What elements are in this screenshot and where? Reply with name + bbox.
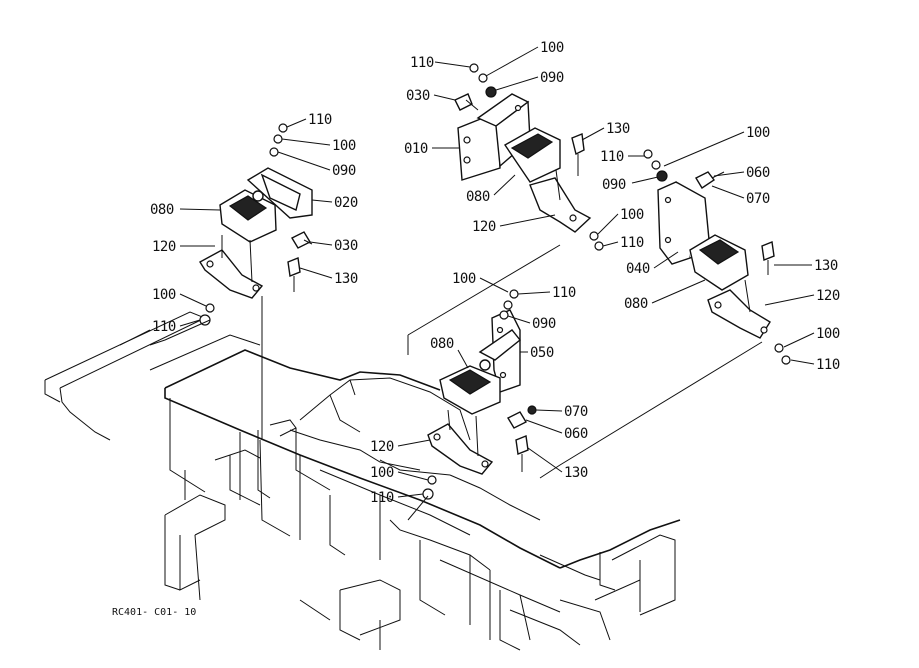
- label-110: 110: [410, 55, 434, 71]
- label-010: 010: [404, 141, 428, 157]
- label-110: 110: [620, 235, 644, 251]
- label-070: 070: [564, 404, 588, 420]
- label-050: 050: [530, 345, 554, 361]
- leader-lines: [179, 46, 815, 498]
- label-110: 110: [152, 319, 176, 335]
- label-080: 080: [150, 202, 174, 218]
- mount-assembly-040: [643, 149, 791, 365]
- label-080: 080: [624, 296, 648, 312]
- label-120: 120: [152, 239, 176, 255]
- label-090: 090: [602, 177, 626, 193]
- label-120: 120: [816, 288, 840, 304]
- label-090: 090: [532, 316, 556, 332]
- label-110: 110: [816, 357, 840, 373]
- label-130: 130: [814, 258, 838, 274]
- part-labels: 110 100 090 030 010 130 080 120 100 110 …: [150, 40, 840, 506]
- label-130: 130: [564, 465, 588, 481]
- label-100: 100: [746, 125, 770, 141]
- label-110: 110: [600, 149, 624, 165]
- label-100: 100: [620, 207, 644, 223]
- label-090: 090: [540, 70, 564, 86]
- label-100: 100: [452, 271, 476, 287]
- label-040: 040: [626, 261, 650, 277]
- mount-assembly-050: [422, 289, 537, 500]
- mount-assembly-020: [199, 123, 313, 326]
- label-090: 090: [332, 163, 356, 179]
- label-110: 110: [370, 490, 394, 506]
- label-110: 110: [308, 112, 332, 128]
- label-100: 100: [370, 465, 394, 481]
- label-130: 130: [334, 271, 358, 287]
- label-080: 080: [430, 336, 454, 352]
- drawing-code: RC401- C01- 10: [112, 607, 196, 618]
- label-100: 100: [152, 287, 176, 303]
- label-130: 130: [606, 121, 630, 137]
- chassis-frame: [44, 311, 681, 651]
- label-070: 070: [746, 191, 770, 207]
- label-060: 060: [564, 426, 588, 442]
- assembly-guide-lines: [149, 244, 763, 521]
- label-030: 030: [334, 238, 358, 254]
- label-110: 110: [552, 285, 576, 301]
- label-080: 080: [466, 189, 490, 205]
- label-060: 060: [746, 165, 770, 181]
- label-030: 030: [406, 88, 430, 104]
- label-100: 100: [332, 138, 356, 154]
- mount-assembly-010: [454, 63, 604, 251]
- label-120: 120: [472, 219, 496, 235]
- label-100: 100: [816, 326, 840, 342]
- label-020: 020: [334, 195, 358, 211]
- label-100: 100: [540, 40, 564, 56]
- label-120: 120: [370, 439, 394, 455]
